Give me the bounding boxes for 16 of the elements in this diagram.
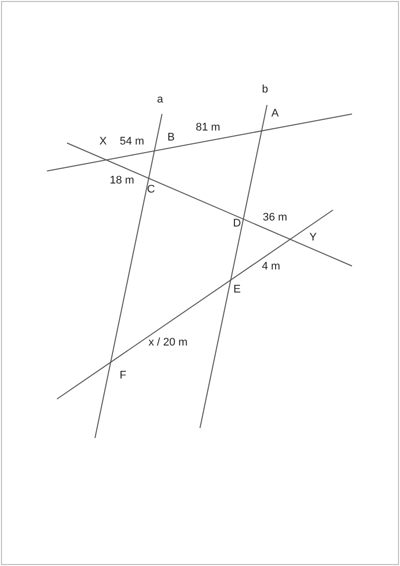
point-label: C [147, 184, 155, 196]
point-label: D [233, 218, 241, 230]
point-label: b [262, 84, 268, 96]
point-label: 4 m [262, 262, 280, 272]
point-label: 54 m [120, 136, 144, 148]
point-label: E [233, 284, 241, 296]
point-label: Y [309, 232, 317, 244]
point-label: x / 20 m [148, 338, 188, 348]
point-label: F [120, 370, 126, 382]
point-label: 18 m [110, 176, 134, 186]
point-label: A [271, 108, 279, 120]
point-label: a [156, 94, 164, 106]
point-label: X [99, 136, 107, 148]
point-label: 36 m [262, 212, 288, 224]
point-label: 81 m [196, 122, 220, 134]
point-label: B [167, 132, 175, 144]
